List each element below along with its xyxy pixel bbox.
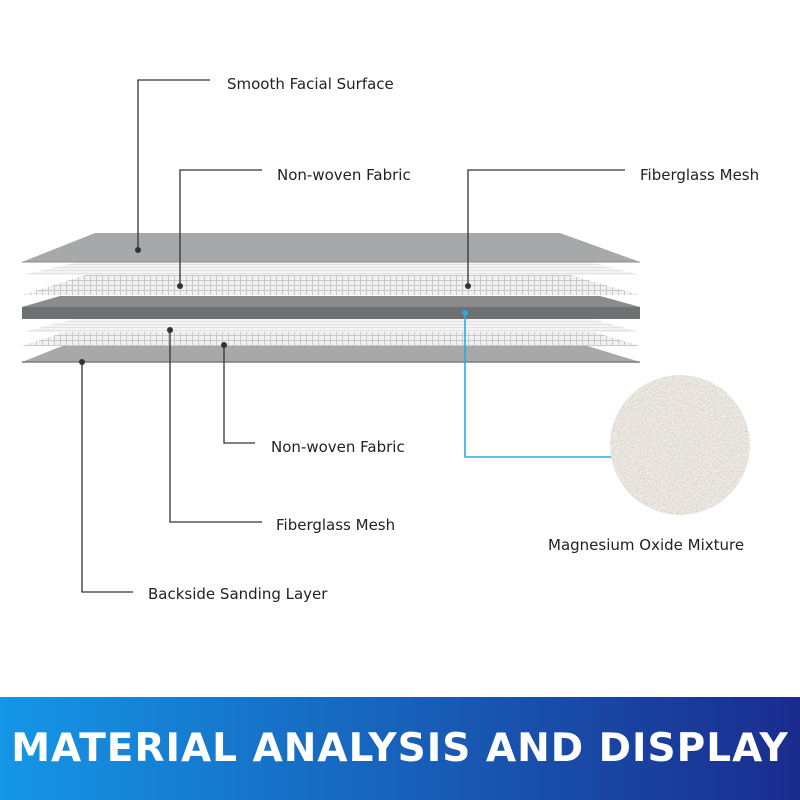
marker-nonwoven-top <box>177 283 183 289</box>
marker-nonwoven-bottom <box>221 342 227 348</box>
marker-fiberglass-bottom <box>167 327 173 333</box>
marker-smooth-facial-surface <box>135 247 141 253</box>
leader-magnesium-oxide <box>464 313 612 458</box>
magnesium-oxide-core <box>22 307 640 319</box>
label-smooth-facial-surface: Smooth Facial Surface <box>227 75 394 93</box>
fiberglass-mesh-layer-top <box>22 272 640 295</box>
magnesium-oxide-core-top <box>22 296 640 307</box>
label-fiberglass-top: Fiberglass Mesh <box>640 166 759 184</box>
leader-backside-sanding <box>81 362 133 593</box>
smooth-facial-surface-layer <box>22 233 640 262</box>
label-magnesium-oxide: Magnesium Oxide Mixture <box>548 536 744 554</box>
leader-fiberglass-top <box>467 169 625 286</box>
leader-nonwoven-bottom <box>223 345 255 444</box>
marker-magnesium-oxide <box>462 310 468 316</box>
leader-smooth-facial-surface <box>137 79 210 250</box>
magnesium-oxide-sample <box>610 375 750 515</box>
label-nonwoven-bottom: Non-woven Fabric <box>271 438 405 456</box>
leader-nonwoven-top <box>179 169 262 286</box>
title-banner: MATERIAL ANALYSIS AND DISPLAY <box>0 697 800 800</box>
leader-fiberglass-bottom <box>169 330 262 523</box>
marker-backside-sanding <box>79 359 85 365</box>
label-backside-sanding: Backside Sanding Layer <box>148 585 328 603</box>
banner-title: MATERIAL ANALYSIS AND DISPLAY <box>11 726 789 771</box>
label-nonwoven-top: Non-woven Fabric <box>277 166 411 184</box>
marker-fiberglass-top <box>465 283 471 289</box>
label-fiberglass-bottom: Fiberglass Mesh <box>276 516 395 534</box>
